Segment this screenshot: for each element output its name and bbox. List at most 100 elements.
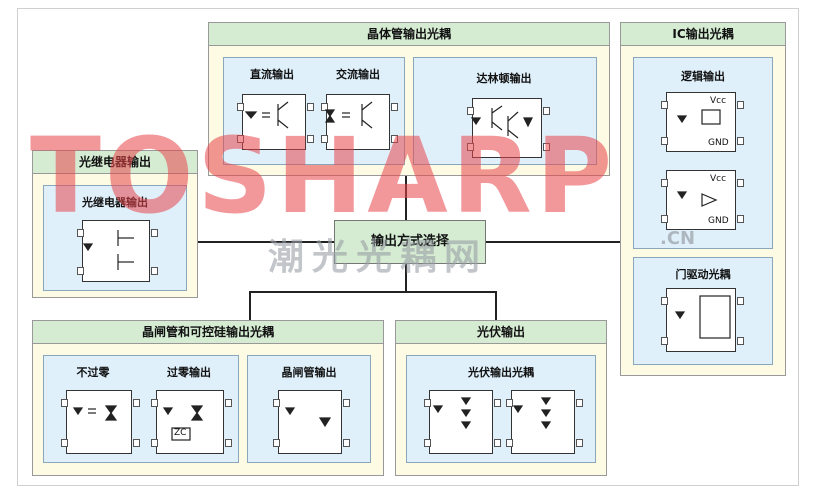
label-gate-driver: 门驱动光耦 (675, 268, 731, 281)
chip-pin (661, 137, 668, 145)
chip-pin (494, 399, 501, 407)
chip-pin (576, 399, 583, 407)
label-non-zero-cross: 不过零 (76, 366, 110, 379)
chip-pin (494, 439, 501, 447)
triac-symbol (190, 405, 204, 415)
chip-pin (225, 439, 232, 447)
chip-pin (424, 439, 431, 447)
chip-pin (506, 399, 513, 407)
triac-symbol (104, 411, 118, 421)
subgroup-thyristor-output: 晶闸管输出 (247, 355, 371, 463)
chip-pin (467, 143, 474, 151)
chip-pin (391, 103, 398, 111)
pv-diode-symbol (460, 397, 472, 406)
led-symbol (162, 407, 174, 416)
diode-symbol (523, 117, 533, 128)
connector-line (198, 241, 334, 243)
chip-pin (576, 439, 583, 447)
pv-diode-symbol (460, 421, 472, 430)
led-symbol (72, 407, 84, 416)
chip-pin (133, 399, 140, 407)
connector-line (249, 291, 251, 321)
pin-label-vcc: Vcc (710, 174, 727, 184)
label-ac-output: 交流输出 (336, 68, 380, 81)
chip-pin (661, 297, 668, 305)
chip-pin (151, 399, 158, 407)
label-zero-cross-output: 过零输出 (167, 366, 211, 379)
triac-symbol (190, 411, 204, 421)
scr-symbol (318, 417, 332, 428)
chip-pin (737, 297, 744, 305)
led-symbol (432, 405, 444, 414)
group-title: 晶体管输出光耦 (209, 23, 609, 46)
optocoupler-chip (661, 170, 744, 230)
led-symbol (512, 405, 524, 414)
led-symbol (82, 243, 94, 252)
label-thyristor-output: 晶闸管输出 (281, 366, 337, 379)
chip-pin (543, 107, 550, 115)
subgroup-transistor-dc-ac: 直流输出 交流输出 (223, 57, 405, 165)
chip-pin (151, 267, 158, 275)
chip-pin (225, 399, 232, 407)
driver-symbol (699, 295, 731, 339)
pv-diode-symbol (540, 421, 552, 430)
connector-line (249, 291, 497, 293)
chip-pin (737, 137, 744, 145)
chip-pin (77, 229, 84, 237)
connector-line (495, 291, 497, 321)
zc-label: ZC (174, 428, 187, 438)
pv-diode-symbol (540, 397, 552, 406)
connector-line (484, 241, 622, 243)
chip-pin (737, 337, 744, 345)
triac-symbol (104, 405, 118, 415)
chip-pin (737, 215, 744, 223)
group-title: 光继电器输出 (33, 151, 197, 174)
chip-pin (343, 399, 350, 407)
label-logic-output: 逻辑输出 (681, 70, 725, 83)
subgroup-pv: 光伏输出光耦 (406, 355, 596, 463)
chip-pin (737, 101, 744, 109)
chip-pin (237, 103, 244, 111)
zc-box (171, 427, 191, 441)
group-ic: IC输出光耦 逻辑输出 Vcc GND Vcc GND 门驱动光耦 (620, 22, 786, 376)
chip-pin (151, 229, 158, 237)
chip-pin (307, 103, 314, 111)
chip-pin (273, 439, 280, 447)
group-relay: 光继电器输出 光继电器输出 (32, 150, 198, 298)
subgroup-gate-driver: 门驱动光耦 (633, 257, 773, 365)
chip-pin (61, 399, 68, 407)
label-relay-output: 光继电器输出 (82, 196, 148, 209)
led-symbol (324, 114, 336, 123)
optocoupler-chip (61, 390, 140, 454)
chip-pin (424, 399, 431, 407)
chip-pin (661, 179, 668, 187)
led-symbol (676, 191, 688, 200)
chip-pin (61, 439, 68, 447)
subgroup-thyristor-zc: 不过零 过零输出 (43, 355, 239, 463)
pin-label-gnd: GND (708, 138, 729, 148)
subgroup-darlington: 达林顿输出 (413, 57, 597, 165)
chip-pin (506, 439, 513, 447)
led-symbol (674, 311, 686, 320)
optocoupler-chip (237, 94, 314, 150)
pv-diode-symbol (460, 409, 472, 418)
group-pv: 光伏输出 光伏输出光耦 (395, 320, 607, 476)
group-title: 晶闸管和可控硅输出光耦 (33, 321, 383, 344)
chip-pin (661, 215, 668, 223)
chip-pin (77, 267, 84, 275)
optocoupler-chip (273, 390, 350, 454)
chip-pin (133, 439, 140, 447)
optocoupler-chip (151, 390, 232, 454)
logic-gate-symbol (701, 109, 721, 125)
chip-pin (321, 103, 328, 111)
center-node: 输出方式选择 (334, 220, 486, 264)
led-symbol (470, 117, 482, 126)
led-symbol (244, 111, 258, 119)
chip-pin (737, 179, 744, 187)
optocoupler-chip (321, 94, 398, 150)
led-symbol (676, 115, 688, 124)
led-symbol (284, 407, 296, 416)
connector-line (405, 262, 407, 292)
led-symbol (324, 109, 336, 118)
